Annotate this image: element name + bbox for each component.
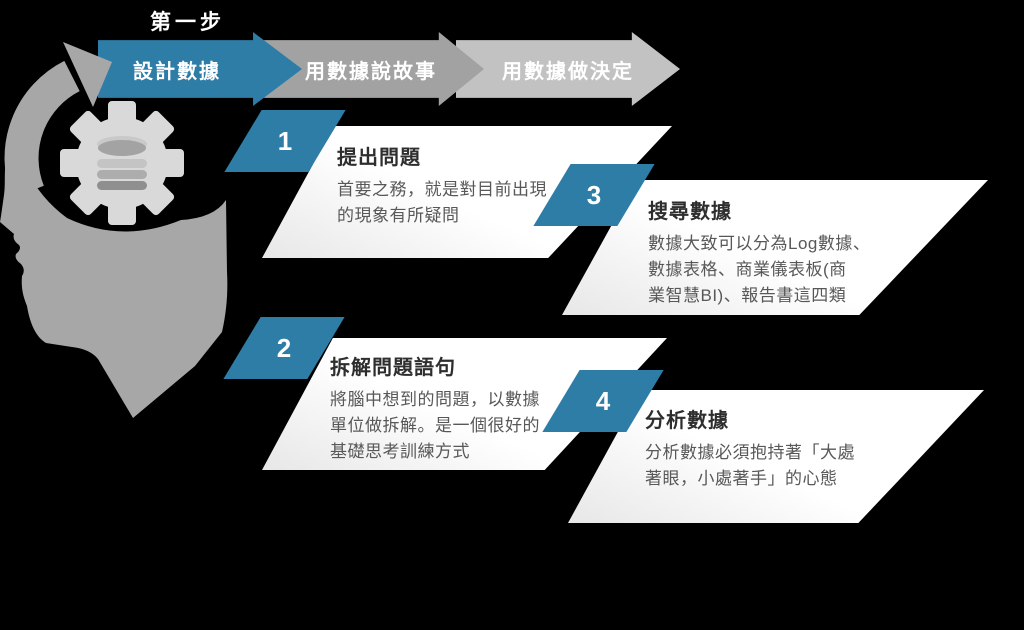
step-number: 1 <box>277 125 293 156</box>
step-number: 4 <box>595 385 611 416</box>
swirl-arrow-icon <box>4 60 81 199</box>
flow-arrow-label: 用數據說故事 <box>305 60 437 83</box>
card-body: 將腦中想到的問題，以數據 單位做拆解。是一個很好的 基礎思考訓練方式 <box>330 390 540 461</box>
card-body: 首要之務，就是對目前出現 的現象有所疑問 <box>337 180 547 225</box>
card-title: 分析數據 <box>645 410 729 432</box>
head-illustration <box>0 40 235 460</box>
step-label: 第一步 <box>150 11 225 34</box>
head-silhouette-icon <box>0 152 228 418</box>
card-title: 拆解問題語句 <box>330 357 456 379</box>
card-body: 數據大致可以分為Log數據、 數據表格、商業儀表板(商 業智慧BI)、報告書這四… <box>648 234 871 305</box>
flow-arrow-design-data: 設計數據 <box>98 32 302 106</box>
card-title: 提出問題 <box>337 147 421 169</box>
card-body: 分析數據必須抱持著「大處 著眼，小處著手」的心態 <box>645 443 855 488</box>
swirl-arrowhead-icon <box>63 42 112 107</box>
flow-arrow-label: 用數據做決定 <box>502 60 634 83</box>
step-card-3: 搜尋數據 數據大致可以分為Log數據、 數據表格、商業儀表板(商 業智慧BI)、… <box>562 180 988 315</box>
step-number: 2 <box>276 332 292 363</box>
step-number: 3 <box>586 179 602 210</box>
flow-arrow-make-decision: 用數據做決定 <box>456 32 680 106</box>
flow-arrow-label: 設計數據 <box>133 60 221 83</box>
card-title: 搜尋數據 <box>648 201 732 223</box>
database-icon <box>97 136 147 190</box>
